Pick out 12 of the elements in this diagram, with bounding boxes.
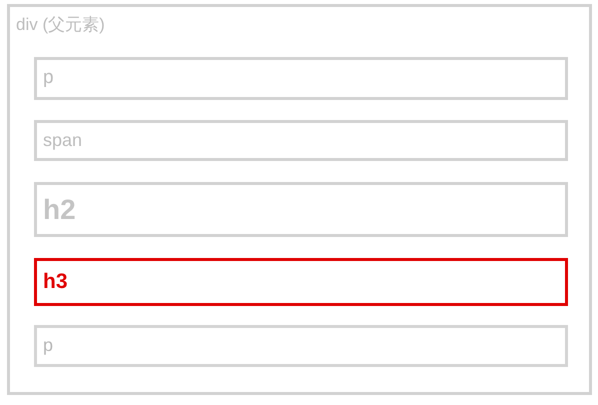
element-box — [34, 325, 568, 367]
element-label: p — [43, 335, 54, 357]
highlighted-element-box — [34, 258, 568, 306]
element-label: h2 — [43, 192, 76, 226]
element-box — [34, 182, 568, 237]
element-label: p — [43, 67, 54, 90]
container-label: div (父元素) — [16, 15, 105, 36]
element-box — [34, 120, 568, 161]
element-label: span — [43, 130, 82, 152]
element-label: h3 — [43, 269, 68, 295]
element-box — [34, 57, 568, 100]
parent-container — [7, 4, 592, 395]
